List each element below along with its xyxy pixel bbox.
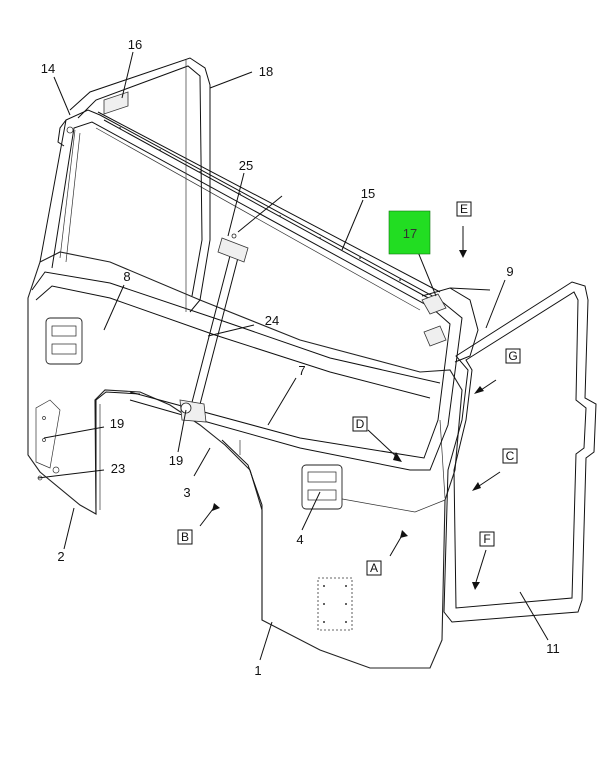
callout-14[interactable]: 17 [403,226,417,241]
view-label-D: D [356,417,365,431]
left-corner-post [57,119,74,147]
right-corner-bracket [421,287,491,363]
roof-header-rail [95,111,441,311]
left-side-panel-detail [35,399,61,481]
view-label-G: G [508,349,517,363]
callout-19b[interactable]: 23 [111,461,125,476]
highlight-box-14[interactable] [388,210,431,255]
callout-15[interactable]: 16 [128,37,142,52]
callout-4[interactable]: 4 [296,532,303,547]
right-handle-bracket [301,464,343,510]
view-label-C: C [506,449,515,463]
view-arrowheads [212,250,484,590]
left-handle-bracket [45,317,83,365]
callout-16[interactable]: 11 [546,641,560,656]
callout-18[interactable]: 19 [169,453,183,468]
callout-2[interactable]: 2 [57,549,64,564]
callout-17[interactable]: 18 [259,64,273,79]
view-label-E: E [460,202,468,216]
door-seal [443,281,597,623]
view-label-A: A [370,561,378,575]
cab-front-panel [27,251,463,669]
leader-lines [37,51,549,661]
center-post [179,233,249,423]
callout-9[interactable]: 9 [506,264,513,279]
callout-10[interactable]: 14 [41,61,55,76]
view-label-F: F [483,532,490,546]
view-label-boxes [177,201,521,576]
callout-3[interactable]: 3 [183,485,190,500]
roof-bow-frame [69,57,211,313]
callout-7[interactable]: 7 [298,363,305,378]
callout-numbers: 14 16 18 25 15 17 9 8 24 7 19 23 19 3 4 … [41,37,560,678]
callout-23[interactable]: 24 [265,313,279,328]
view-label-B: B [181,530,189,544]
callout-11[interactable]: 15 [361,186,375,201]
callout-8[interactable]: 8 [123,269,130,284]
callout-24[interactable]: 25 [239,158,253,173]
callout-19a[interactable]: 19 [110,416,124,431]
callout-1[interactable]: 1 [254,663,261,678]
